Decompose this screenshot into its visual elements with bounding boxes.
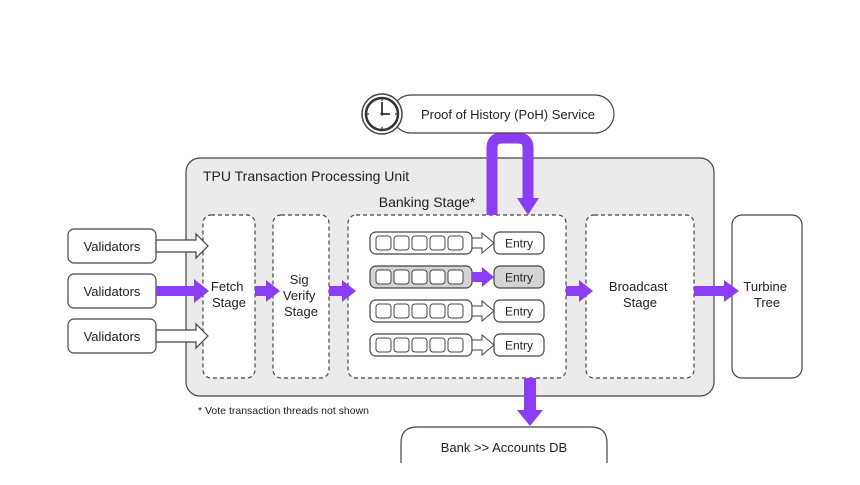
poh-service-label: Proof of History (PoH) Service [421,107,595,122]
validators-box-3: Validators [67,318,157,354]
fetch-stage-label: Fetch Stage [211,279,247,310]
validators-label: Validators [84,329,141,344]
banking-lane-2: Entry [369,265,545,289]
fetch-stage-box [202,214,256,379]
footnote: * Vote transaction threads not shown [198,405,369,417]
entry-label: Entry [505,305,533,319]
bank-accounts-db-box [400,426,608,463]
entry-box [493,231,545,255]
hollow-arrow-validator-1 [155,232,209,260]
banking-lane-3: Entry [369,299,545,323]
purple-arrow-validator-to-fetch [156,279,209,303]
clock-icon [361,93,403,135]
purple-arrow [472,267,494,287]
validators-box-2: Validators [67,273,157,309]
poh-loop-arrowhead [517,198,539,215]
entry-box [493,265,545,289]
broadcast-stage-label: Broadcast Stage [609,279,671,310]
validators-box-1: Validators [67,228,157,264]
tpu-title: TPU Transaction Processing Unit [203,168,409,184]
sigverify-stage-label: Sig Verify Stage [283,272,319,319]
banking-lanes: Entry Entry Entry [369,231,545,357]
turbine-tree-box [731,214,803,379]
banking-stage-title: Banking Stage* [379,194,476,210]
banking-lane-4: Entry [369,333,545,357]
entry-label: Entry [505,339,533,353]
bank-accounts-db-label: Bank >> Accounts DB [441,440,567,455]
hollow-arrow [471,231,495,255]
hollow-arrow-validator-3 [155,322,209,350]
hollow-arrow [471,299,495,323]
entry-box [493,299,545,323]
entry-label: Entry [505,271,533,285]
poh-loop-arrow [486,132,534,215]
purple-arrow-broadcast-to-turbine [694,280,739,302]
purple-arrow-banking-to-bank [517,378,543,426]
purple-arrow-fetch-to-sigverify [255,280,280,302]
entry-label: Entry [505,237,533,251]
validators-label: Validators [84,239,141,254]
validators-label: Validators [84,284,141,299]
turbine-tree-label: Turbine Tree [743,279,790,310]
banking-lane-1: Entry [369,231,545,255]
purple-arrow-sigverify-to-banking [329,280,356,302]
hollow-arrow [471,333,495,357]
purple-arrow-banking-to-broadcast [566,280,593,302]
entry-box [493,333,545,357]
